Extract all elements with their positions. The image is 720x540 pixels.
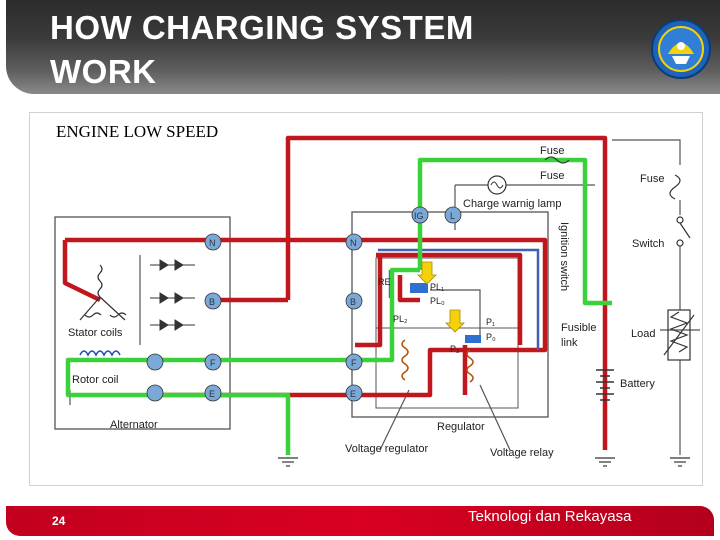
title-line-2: WORK — [50, 53, 157, 90]
header-shine — [6, 0, 720, 40]
label-stator-coils: Stator coils — [68, 327, 123, 339]
contact-arrows — [417, 261, 465, 333]
label-rotor-coil: Rotor coil — [72, 374, 118, 386]
label-fusible: Fusible — [561, 322, 596, 334]
label-pl2: PL₂ — [393, 314, 408, 324]
page-number: 24 — [52, 514, 66, 528]
title-line-1: HOW CHARGING SYSTEM — [50, 9, 474, 46]
term-l: L — [450, 211, 455, 221]
term-n-alt: N — [209, 238, 216, 248]
footer-bar — [6, 506, 714, 536]
p0-contact — [465, 335, 481, 343]
label-ignition-switch: Ignition switch — [558, 222, 570, 291]
battery-symbol — [596, 369, 614, 401]
pl1-contact — [410, 283, 428, 293]
term-f-reg: F — [351, 358, 357, 368]
term-b-reg: B — [350, 297, 356, 307]
label-load: Load — [631, 328, 655, 340]
diagram-caption: ENGINE LOW SPEED — [56, 122, 219, 141]
slide-title: HOW CHARGING SYSTEM WORK — [50, 6, 570, 94]
label-battery: Battery — [620, 378, 655, 390]
term-b-alt: B — [209, 297, 215, 307]
label-voltage-regulator: Voltage regulator — [345, 443, 429, 455]
voltage-regulator-coil — [401, 339, 409, 381]
red-wires — [62, 135, 608, 450]
charge-lamp-symbol — [487, 175, 507, 195]
label-p2: P₂ — [450, 344, 460, 354]
label-regulator: Regulator — [437, 421, 485, 433]
label-p1: P₁ — [486, 317, 495, 327]
ground-symbols — [278, 457, 690, 467]
term-e-alt: E — [209, 389, 215, 399]
label-link: link — [561, 337, 578, 349]
diode-bridge — [150, 259, 195, 331]
tut-wuri-logo — [651, 19, 711, 79]
header-bar — [6, 0, 720, 94]
label-fuse-right: Fuse — [640, 173, 664, 185]
green-wires — [65, 157, 612, 455]
regulator-terminals — [345, 206, 462, 402]
alternator-terminals — [146, 233, 222, 402]
label-pl0: PL₀ — [430, 296, 445, 306]
label-alternator: Alternator — [110, 419, 158, 431]
label-voltage-relay: Voltage relay — [490, 447, 554, 459]
label-fuse-mid: Fuse — [540, 170, 564, 182]
diagram-frame — [30, 113, 702, 485]
term-f-alt: F — [210, 358, 216, 368]
label-p0: P₀ — [486, 332, 496, 342]
rotor-coil-symbol — [79, 350, 121, 357]
load-resistor-symbol — [663, 309, 695, 361]
switch-symbol — [676, 216, 691, 247]
fuse-symbols — [544, 156, 681, 200]
footer-text: Teknologi dan Rekayasa — [468, 508, 632, 525]
term-n-reg: N — [350, 238, 357, 248]
label-pl1: PL₁ — [430, 282, 444, 292]
label-charge-lamp: Charge warnig lamp — [463, 198, 561, 210]
regulator-inner-bottom — [375, 327, 519, 409]
term-e-reg: E — [350, 389, 356, 399]
alternator-box — [54, 216, 231, 430]
voltage-relay-coil — [466, 349, 474, 383]
stator-coils-symbol — [79, 264, 127, 321]
thin-wires — [69, 139, 700, 455]
label-switch: Switch — [632, 238, 664, 250]
term-ig: IG — [414, 211, 424, 221]
label-re: RE — [378, 277, 391, 287]
charging-circuit-diagram: N B F E N B F E IG L — [54, 135, 700, 467]
label-fuse-top: Fuse — [540, 145, 564, 157]
